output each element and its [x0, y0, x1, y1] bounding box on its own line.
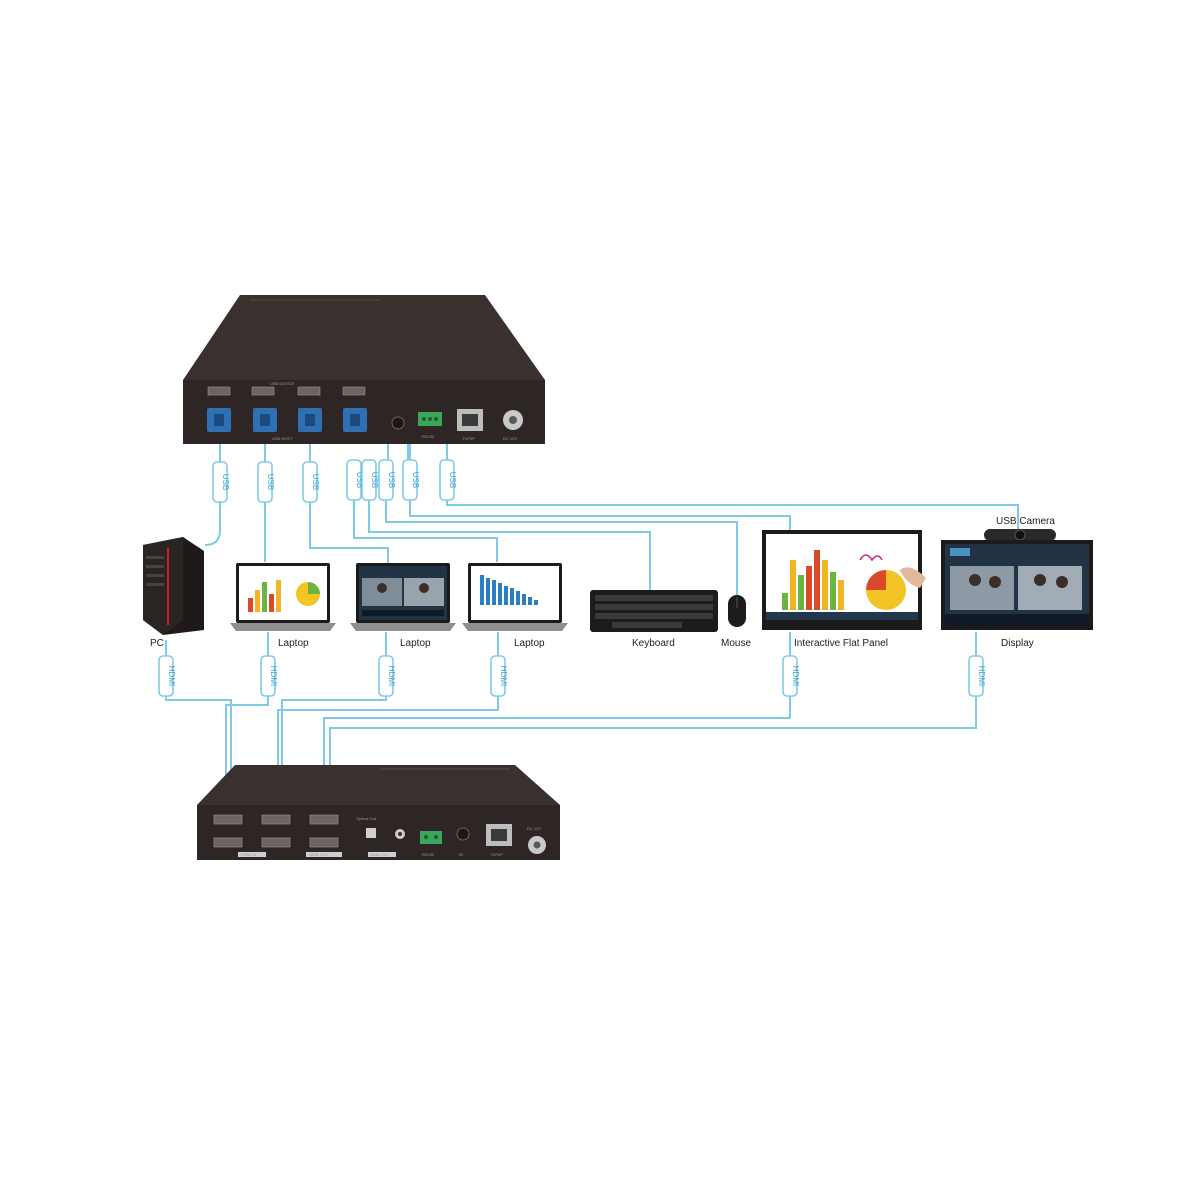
hdmi-tcp-ip-label: TCP/IP — [490, 852, 503, 857]
svg-text:USB: USB — [221, 474, 230, 490]
display-label: Display — [1001, 638, 1034, 649]
hdmi-rs232-terminal[interactable] — [420, 831, 442, 844]
svg-text:HDMI: HDMI — [499, 666, 508, 686]
svg-text:HDMI: HDMI — [977, 666, 986, 686]
usb-tag-8: USB — [439, 459, 457, 501]
usb-switch-top-face — [183, 295, 545, 380]
svg-text:HDMI: HDMI — [791, 666, 800, 686]
hdmi-tag-display: HDMI — [968, 655, 986, 697]
keyboard — [590, 590, 718, 632]
hdmi-tag-flat-panel: HDMI — [782, 655, 800, 697]
optical-label: Optical Out — [356, 816, 377, 821]
optical-out-port[interactable] — [366, 828, 376, 838]
svg-text:HDMI: HDMI — [387, 666, 396, 686]
usb-tag-2: USB — [257, 461, 275, 503]
hdmi-switch-unit: HDMI IN HDMI OUT Optical Out Audio Out R… — [197, 765, 560, 860]
hdmi-out-port-2[interactable] — [309, 837, 339, 848]
laptop-1 — [230, 563, 336, 631]
usb-camera — [984, 529, 1056, 541]
mouse — [728, 595, 746, 627]
usb-tag-5: USB — [361, 459, 379, 501]
laptop-3-label: Laptop — [514, 638, 545, 649]
hdmi-rs232-label: RS232 — [422, 852, 435, 857]
keyboard-label: Keyboard — [632, 638, 675, 649]
audio-out-label: Audio Out — [370, 852, 389, 857]
pc-label: PC — [150, 638, 164, 649]
hdmi-out-label: HDMI OUT — [309, 852, 329, 857]
hdmi-cable-tags: HDMI HDMI HDMI HDMI HDMI HDMI — [158, 655, 986, 697]
interactive-flat-panel — [762, 530, 926, 630]
display — [941, 540, 1093, 630]
ir-sensor — [391, 416, 405, 430]
svg-text:USB: USB — [387, 472, 396, 488]
svg-text:HDMI: HDMI — [269, 666, 278, 686]
hdmi-switch-top-face — [197, 765, 560, 805]
hdmi-in-port-2[interactable] — [213, 837, 243, 848]
flat-panel-label: Interactive Flat Panel — [794, 638, 888, 649]
laptop-3 — [462, 563, 568, 631]
mouse-label: Mouse — [721, 638, 751, 649]
svg-text:HDMI: HDMI — [167, 666, 176, 686]
hdmi-dc-label: DC 12V — [527, 826, 541, 831]
rs232-label: RS232 — [422, 434, 435, 439]
svg-text:USB: USB — [355, 472, 364, 488]
usb-device-port-2[interactable] — [251, 386, 275, 396]
usb-tag-3: USB — [302, 461, 320, 503]
svg-text:USB: USB — [448, 472, 457, 488]
hdmi-in-port-1[interactable] — [213, 814, 243, 825]
usb-camera-label: USB Camera — [996, 516, 1055, 527]
hdmi-in-port-4[interactable] — [261, 837, 291, 848]
usb-device-label: USB DEVICE — [270, 381, 295, 386]
usb-tag-7: USB — [402, 459, 420, 501]
dc-label: DC 12V — [503, 436, 517, 441]
hdmi-tag-laptop-3: HDMI — [490, 655, 508, 697]
usb-tag-4: USB — [346, 459, 364, 501]
laptop-2 — [350, 563, 456, 631]
hdmi-ir-sensor — [456, 827, 470, 841]
usb-switch-unit: USB DEVICE USB HOST RS232 TCP/IP DC 12V — [183, 295, 545, 444]
usb-device-port-4[interactable] — [342, 386, 366, 396]
usb-device-port-1[interactable] — [207, 386, 231, 396]
svg-text:USB: USB — [411, 472, 420, 488]
hdmi-tag-laptop-1: HDMI — [260, 655, 278, 697]
usb-cable-tags: USB USB USB USB USB USB USB USB — [212, 459, 457, 503]
hdmi-out-port-1[interactable] — [309, 814, 339, 825]
svg-text:USB: USB — [370, 472, 379, 488]
usb-tag-6: USB — [378, 459, 396, 501]
svg-text:USB: USB — [266, 474, 275, 490]
usb-tag-1: USB — [212, 461, 230, 503]
tcp-ip-label: TCP/IP — [462, 436, 475, 441]
hdmi-in-port-3[interactable] — [261, 814, 291, 825]
pc-tower — [143, 537, 204, 635]
hdmi-tag-laptop-2: HDMI — [378, 655, 396, 697]
hdmi-in-label: HDMI IN — [241, 852, 256, 857]
hdmi-ir-label: IR — [459, 852, 463, 857]
laptop-2-label: Laptop — [400, 638, 431, 649]
hdmi-tag-pc: HDMI — [158, 655, 176, 697]
laptop-1-label: Laptop — [278, 638, 309, 649]
usb-host-label: USB HOST — [272, 436, 293, 441]
svg-text:USB: USB — [311, 474, 320, 490]
usb-device-port-3[interactable] — [297, 386, 321, 396]
